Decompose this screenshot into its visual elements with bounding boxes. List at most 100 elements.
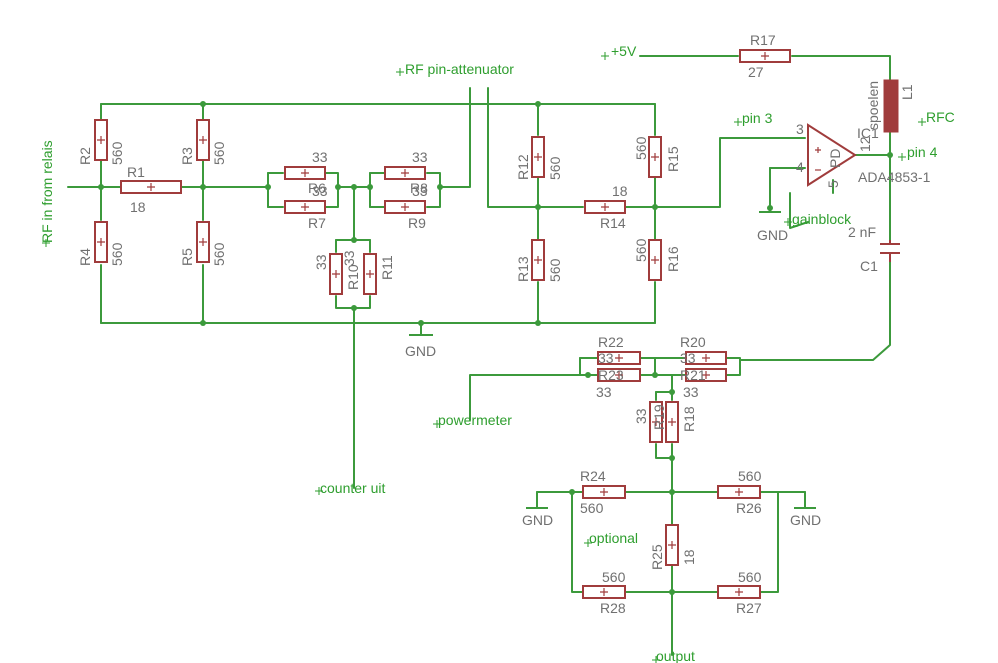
svg-text:2 nF: 2 nF: [848, 224, 876, 240]
svg-text:560: 560: [547, 258, 563, 282]
svg-text:33: 33: [313, 254, 329, 270]
svg-text:output: output: [656, 648, 695, 663]
svg-text:4: 4: [796, 159, 804, 175]
net-label-optional: optional: [584, 530, 638, 547]
svg-text:R16: R16: [665, 246, 681, 272]
svg-text:R7: R7: [308, 215, 326, 231]
resistor-r21: R21 33: [680, 367, 727, 400]
resistor-r2: R2 560: [77, 119, 125, 165]
svg-text:R4: R4: [77, 248, 93, 266]
svg-text:+5V: +5V: [611, 43, 637, 59]
resistor-r13: R13 560: [515, 239, 563, 282]
svg-text:powermeter: powermeter: [438, 412, 512, 428]
svg-text:560: 560: [211, 141, 227, 165]
resistor-r3: R3 560: [179, 119, 227, 165]
resistor-r26: 560 R26: [717, 468, 762, 516]
resistor-r9: 33 R9: [384, 183, 428, 231]
wires: [67, 55, 891, 656]
svg-text:R17: R17: [750, 32, 776, 48]
inductor-l1: L1 spoelen: [865, 79, 915, 133]
resistor-r12: R12 560: [515, 136, 563, 180]
svg-text:GND: GND: [405, 343, 436, 359]
svg-text:27: 27: [748, 64, 764, 80]
resistor-r16: 560 R16: [633, 238, 681, 281]
svg-text:R8: R8: [410, 180, 428, 196]
svg-text:33: 33: [633, 408, 649, 424]
svg-text:18: 18: [681, 549, 697, 565]
net-label-rfc: RFC: [918, 109, 955, 126]
svg-text:R27: R27: [736, 600, 762, 616]
svg-text:33: 33: [341, 250, 357, 266]
svg-text:optional: optional: [589, 530, 638, 546]
resistor-r11: 33 R11: [341, 250, 395, 295]
svg-text:560: 560: [580, 500, 604, 516]
net-label-output: output: [652, 648, 695, 663]
resistor-r25: R25 18: [649, 524, 697, 570]
net-label-pin3: pin 3: [734, 110, 773, 126]
resistor-r19: 33 R19: [633, 401, 667, 443]
svg-text:R22: R22: [598, 334, 624, 350]
svg-text:5: 5: [825, 180, 841, 188]
svg-text:GND: GND: [522, 512, 553, 528]
svg-text:R20: R20: [680, 334, 706, 350]
net-label-plus5v: +5V: [601, 43, 637, 60]
svg-text:RFC: RFC: [926, 109, 955, 125]
svg-text:560: 560: [109, 242, 125, 266]
resistor-r24: R24 560: [580, 468, 626, 516]
resistor-r7: 33 R7: [284, 183, 328, 231]
resistor-r6: 33 R6: [284, 149, 328, 196]
svg-text:pin 4: pin 4: [907, 144, 938, 160]
resistor-r10: 33 R10: [313, 253, 361, 295]
svg-text:33: 33: [312, 183, 328, 199]
svg-text:RF pin-attenuator: RF pin-attenuator: [405, 61, 514, 77]
resistor-r17: R17 27: [739, 32, 791, 80]
junctions: [98, 101, 893, 595]
svg-text:R9: R9: [408, 215, 426, 231]
gnd-main-symbol: GND: [405, 323, 436, 359]
svg-text:560: 560: [602, 569, 626, 585]
net-label-counter-uit: counter uit: [315, 480, 385, 496]
svg-text:560: 560: [633, 238, 649, 262]
svg-text:R25: R25: [649, 544, 665, 570]
svg-text:R5: R5: [179, 248, 195, 266]
svg-text:R14: R14: [600, 215, 626, 231]
svg-text:R18: R18: [681, 406, 697, 432]
svg-text:560: 560: [109, 141, 125, 165]
svg-text:33: 33: [598, 350, 614, 366]
svg-text:33: 33: [412, 149, 428, 165]
resistor-r28: 560 R28: [582, 569, 626, 616]
gnd-left-symbol: GND: [522, 507, 553, 528]
svg-text:3: 3: [796, 121, 804, 137]
opamp-ic1: 3 4 12 5 PD IC1 ADA4853-1: [796, 121, 931, 188]
svg-text:IC1: IC1: [857, 125, 879, 141]
svg-text:L1: L1: [899, 84, 915, 100]
svg-text:33: 33: [412, 183, 428, 199]
resistor-r4: R4 560: [77, 221, 125, 266]
svg-text:18: 18: [130, 199, 146, 215]
svg-text:33: 33: [683, 384, 699, 400]
svg-text:33: 33: [680, 350, 696, 366]
svg-text:gainblock: gainblock: [792, 211, 852, 227]
resistor-r15: 560 R15: [633, 136, 681, 178]
svg-text:R6: R6: [308, 180, 326, 196]
svg-text:560: 560: [738, 569, 762, 585]
resistor-r8: 33 R8: [384, 149, 428, 196]
net-label-powermeter: powermeter: [433, 412, 512, 428]
svg-text:RF in from relais: RF in from relais: [39, 140, 55, 243]
svg-text:R26: R26: [736, 500, 762, 516]
svg-text:R3: R3: [179, 147, 195, 165]
svg-text:12: 12: [857, 136, 873, 152]
gnd-right-symbol: GND: [790, 507, 821, 528]
svg-text:R15: R15: [665, 146, 681, 172]
resistor-r23: R23 33: [596, 367, 641, 400]
svg-text:R10: R10: [345, 264, 361, 290]
svg-text:R21: R21: [680, 367, 706, 383]
svg-text:560: 560: [547, 156, 563, 180]
svg-text:C1: C1: [860, 258, 878, 274]
svg-text:R11: R11: [379, 255, 395, 280]
svg-text:PD: PD: [827, 149, 843, 168]
svg-text:pin 3: pin 3: [742, 110, 773, 126]
svg-text:counter uit: counter uit: [320, 480, 385, 496]
resistor-r20: R20 33: [680, 334, 727, 366]
